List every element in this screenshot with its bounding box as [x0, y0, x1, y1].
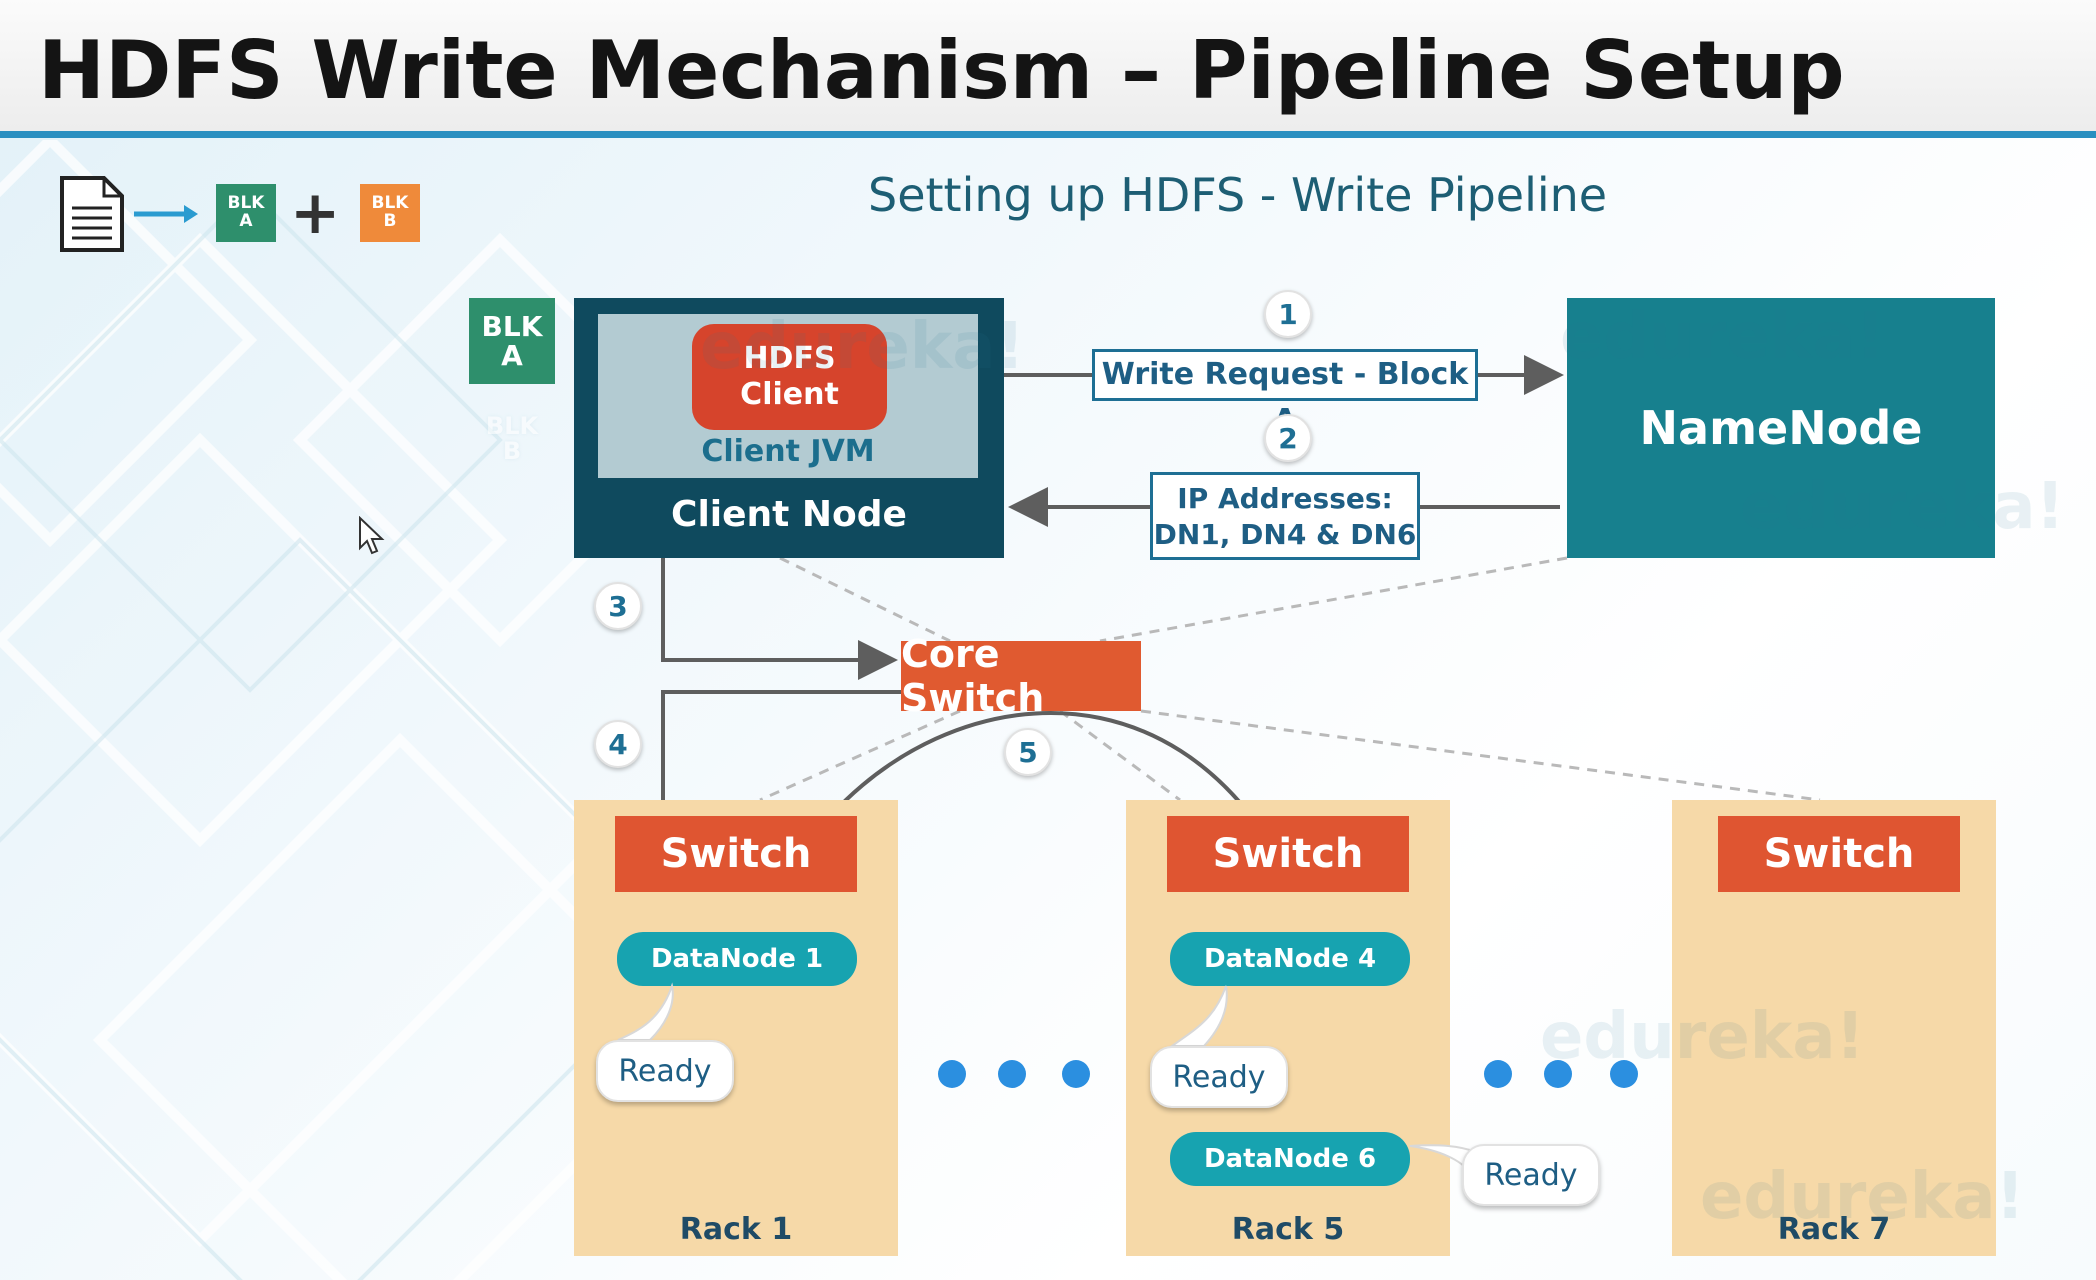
ellipsis-dot [1610, 1060, 1638, 1088]
legend-block-a: BLK A [216, 184, 276, 242]
document-icon [60, 176, 124, 252]
watermark: edureka! [1700, 1160, 2025, 1234]
watermark: edureka! [1740, 470, 2065, 544]
ip-addresses-box: IP Addresses: DN1, DN4 & DN6 [1150, 472, 1420, 560]
client-node-label: Client Node [671, 494, 907, 535]
client-block-b-line1: BLK [485, 411, 539, 440]
ellipsis-dot [938, 1060, 966, 1088]
legend-block-b-line1: BLK [371, 193, 409, 214]
legend-plus: + [290, 178, 341, 248]
client-block-b-line2: B [502, 437, 522, 465]
ready-callout-dn6: Ready [1462, 1144, 1600, 1206]
legend-block-a-line2: A [239, 211, 253, 231]
step-3-badge: 3 [594, 582, 642, 630]
client-block-a-line2: A [501, 339, 523, 372]
client-block-a-line1: BLK [481, 309, 543, 343]
arrow-right-icon [134, 205, 198, 223]
rack-5-label: Rack 5 [1231, 1212, 1345, 1247]
datanode-6: DataNode 6 [1170, 1132, 1410, 1186]
step-1-badge: 1 [1264, 290, 1312, 338]
header-divider [0, 131, 2096, 138]
hdfs-client-line2: Client [740, 377, 839, 412]
namenode-label: NameNode [1639, 401, 1923, 455]
slide-header: HDFS Write Mechanism – Pipeline Setup [0, 0, 2096, 138]
rack-7-label: Rack 7 [1777, 1212, 1891, 1247]
step-3-path [661, 558, 898, 680]
diagram-subtitle: Setting up HDFS - Write Pipeline [868, 168, 1608, 222]
datanode-4: DataNode 4 [1170, 932, 1410, 986]
client-block-a: BLK A [469, 298, 555, 384]
step-4-badge: 4 [594, 720, 642, 768]
hdfs-client-line1: HDFS [743, 341, 836, 376]
watermark: edureka! [700, 310, 1025, 384]
legend-block-b-line2: B [383, 211, 397, 231]
slide-title: HDFS Write Mechanism – Pipeline Setup [38, 24, 1845, 117]
rack-1-switch: Switch [615, 816, 857, 892]
ellipsis-dot [1484, 1060, 1512, 1088]
step-2-badge: 2 [1264, 414, 1312, 462]
ready-callout-dn4: Ready [1150, 1046, 1288, 1108]
rack-7-switch: Switch [1718, 816, 1960, 892]
datanode-1: DataNode 1 [617, 932, 857, 986]
ellipsis-dot [1544, 1060, 1572, 1088]
core-switch: Core Switch [901, 632, 1141, 720]
write-request-box: Write Request - Block A [1092, 349, 1478, 438]
watermark: edureka! [1540, 1000, 1865, 1074]
step-5-badge: 5 [1004, 728, 1052, 776]
ip-addresses-line2: DN1, DN4 & DN6 [1153, 518, 1417, 551]
legend-block-a-line1: BLK [227, 193, 265, 214]
ip-addresses-line1: IP Addresses: [1177, 482, 1393, 515]
hdfs-client: HDFS Client [692, 324, 887, 430]
rack-5-switch: Switch [1167, 816, 1409, 892]
watermark: edureka! [1560, 300, 1885, 374]
namenode: NameNode [1567, 298, 1995, 558]
mouse-cursor-icon [359, 516, 385, 555]
ellipsis-dot [1062, 1060, 1090, 1088]
client-jvm-label: Client JVM [701, 434, 875, 469]
client-block-b-faded: BLK B [469, 404, 555, 474]
rack-1-label: Rack 1 [679, 1212, 793, 1247]
ellipsis-dot [998, 1060, 1026, 1088]
legend-block-b: BLK B [360, 184, 420, 242]
ready-callout-dn1: Ready [596, 1040, 734, 1102]
